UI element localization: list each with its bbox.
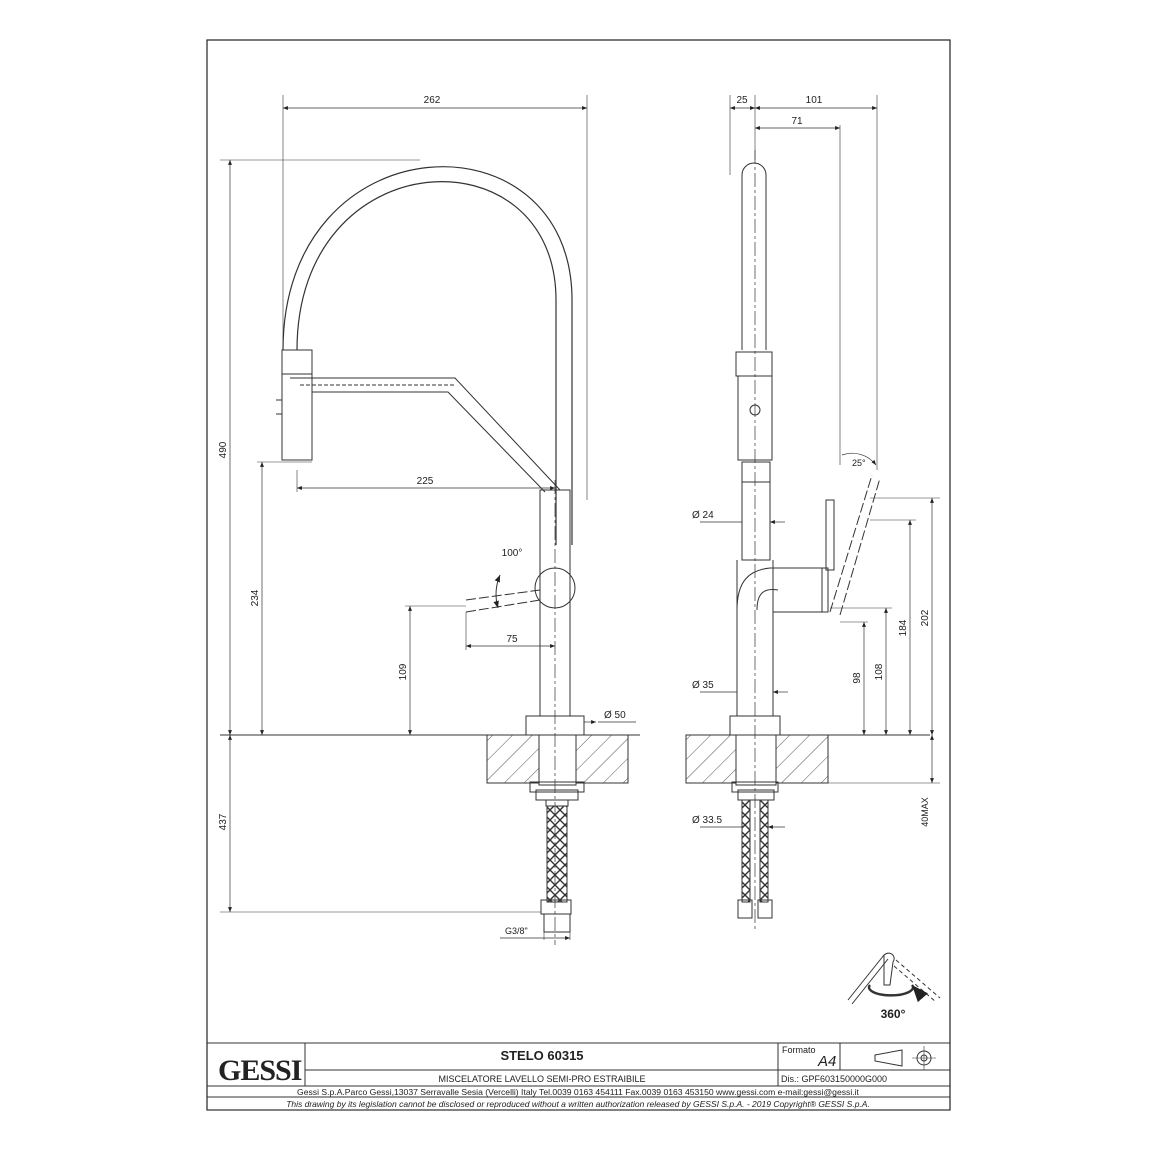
dim-offset-25: 25: [736, 95, 748, 106]
dim-height: 490: [218, 441, 229, 458]
title-block-text: GESSI STELO 60315 MISCELATORE LAVELLO SE…: [218, 1045, 887, 1109]
product-description: MISCELATORE LAVELLO SEMI-PRO ESTRAIBILE: [438, 1074, 645, 1084]
dim-height-184: 184: [898, 619, 909, 636]
dim-hose-length: 437: [218, 813, 229, 830]
sheet-border: [206, 39, 951, 1111]
front-view: [220, 95, 640, 945]
front-view-dimensions: 262 490 225 100° 234 109 75 Ø 50 437 G3/…: [218, 95, 626, 936]
dim-lever-length: 75: [506, 634, 518, 645]
dim-depth-101: 101: [806, 95, 823, 106]
dim-diameter-33-5: Ø 33.5: [692, 815, 722, 826]
side-view: [685, 95, 940, 930]
rotation-label: 360°: [881, 1007, 906, 1021]
company-address: Gessi S.p.A.Parco Gessi,13037 Serravalle…: [297, 1087, 859, 1097]
dim-height-108: 108: [874, 663, 885, 680]
dim-depth-71: 71: [791, 116, 803, 127]
dim-diameter-24: Ø 24: [692, 510, 714, 521]
dim-lever-angle: 100°: [502, 548, 523, 559]
brand-logo: GESSI: [218, 1054, 302, 1087]
dim-height-202: 202: [920, 609, 931, 626]
dim-lever-height: 109: [398, 663, 409, 680]
side-view-dimensions: 25 101 71 25° Ø 24 Ø 35 Ø 33.5 202 184 1…: [692, 95, 931, 827]
dim-height-98: 98: [852, 672, 863, 684]
copyright-notice: This drawing by its legislation cannot b…: [286, 1099, 870, 1109]
dim-spout-height: 234: [250, 589, 261, 606]
dim-width: 262: [424, 95, 441, 106]
dim-lever-25deg: 25°: [852, 458, 866, 468]
dim-thread: G3/8": [505, 926, 528, 936]
rotation-360-icon: [847, 952, 941, 1005]
dim-reach: 225: [417, 476, 434, 487]
dim-diameter-35: Ø 35: [692, 680, 714, 691]
formato-value: A4: [817, 1053, 836, 1070]
formato-label: Formato: [782, 1045, 816, 1055]
drawing-number: Dis.: GPF603150000G000: [781, 1074, 887, 1084]
dim-base-diameter: Ø 50: [604, 710, 626, 721]
dim-40max: 40MAX: [920, 797, 930, 827]
product-title: STELO 60315: [500, 1048, 583, 1063]
title-block: [207, 1042, 950, 1111]
